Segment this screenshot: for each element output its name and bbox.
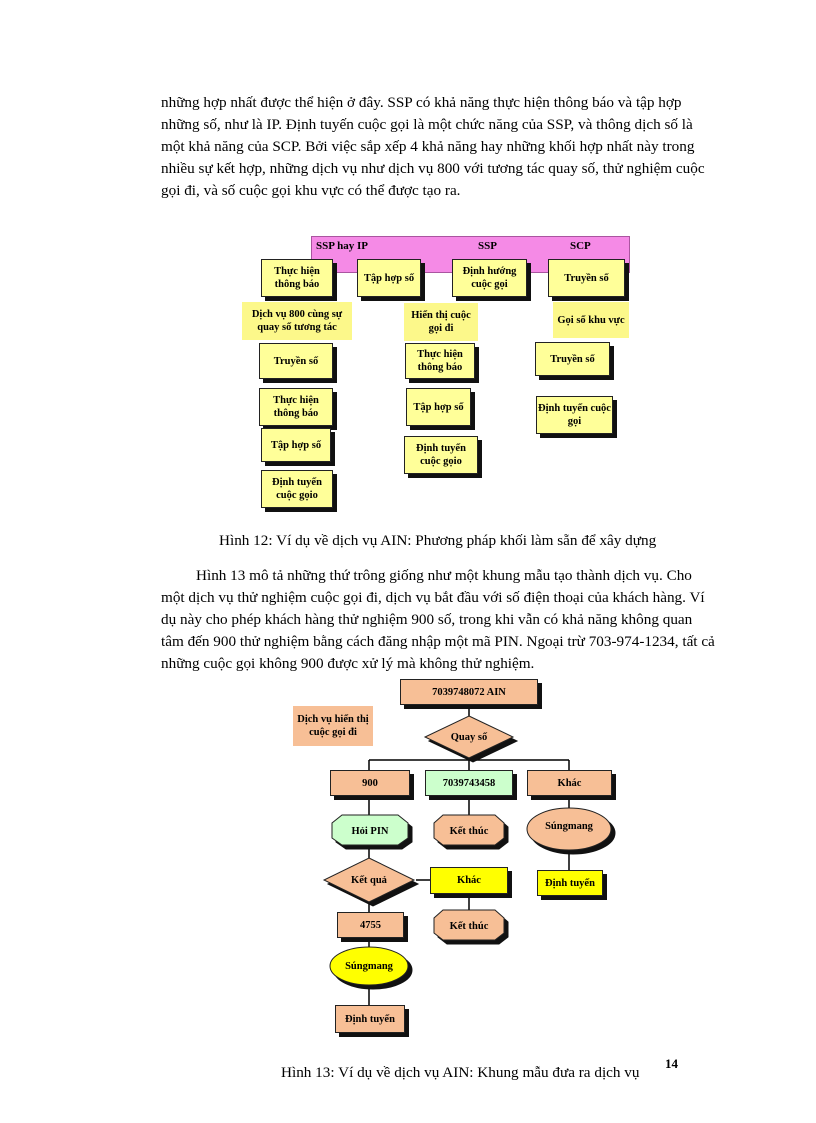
block-route-call: Định tuyến cuộc gọi: [536, 396, 613, 434]
text-line: gọi đi, và số cuộc gọi khu vực có thể đư…: [161, 182, 461, 199]
block-collect-digits: Tập hợp số: [406, 388, 471, 426]
text-line: Hình 13 mô tả những thứ trông giống như …: [196, 567, 692, 584]
block-transmit-digits: Truyền số: [535, 342, 610, 376]
service-label-box: Dịch vụ hiển thị cuộc gọi đi: [293, 706, 373, 746]
quay-so-diamond: [423, 715, 515, 759]
text-line: dụ này cho phép khách hàng thử nghiệm 90…: [161, 611, 693, 628]
paragraph-1: những hợp nhất được thể hiện ở đây. SSP …: [161, 92, 712, 202]
ket-thuc-octagon: [433, 814, 505, 846]
text-line: nhiều sự kết hợp, những dịch vụ như dịch…: [161, 160, 705, 177]
text-line: những cuộc gọi không 900 được xử lý mà k…: [161, 655, 535, 672]
block-announcement: Thực hiện thông báo: [405, 343, 475, 379]
ket-qua-diamond: [322, 857, 416, 903]
hoi-pin-octagon: [331, 814, 409, 846]
block-collect-digits: Tập hợp số: [357, 259, 421, 297]
branch-number: 7039743458: [425, 770, 513, 796]
block-announcement: Thực hiện thông báo: [259, 388, 333, 426]
end-label: Kết thúc: [449, 825, 489, 837]
ask-pin-label: Hỏi PIN: [351, 825, 389, 837]
paragraph-2: Hình 13 mô tả những thứ trông giống như …: [161, 565, 715, 675]
other-box: Khác: [430, 867, 508, 894]
page-number: 14: [665, 1056, 678, 1071]
busy-label: Súngmang: [345, 960, 393, 972]
result-label: Kết quả: [351, 874, 387, 886]
block-transmit-digits: Truyền số: [259, 343, 333, 379]
band-label-ssp-ip: SSP hay IP: [316, 240, 368, 252]
pin-box: 4755: [337, 912, 404, 938]
busy-label: Súngmang: [545, 820, 593, 832]
start-box: 7039748072 AIN: [400, 679, 538, 705]
end-label: Kết thúc: [449, 920, 489, 932]
block-announcement: Thực hiện thông báo: [261, 259, 333, 297]
text-line: những hợp nhất được thể hiện ở đây. SSP …: [161, 94, 682, 111]
route-box: Định tuyến: [335, 1005, 405, 1033]
branch-900: 900: [330, 770, 410, 796]
text-line: tâm đến 900 thử nghiệm bằng cách đăng nh…: [161, 633, 715, 650]
busy-ellipse: [329, 946, 409, 986]
text-line: một khả năng của SCP. Bởi việc sắp xếp 4…: [161, 138, 695, 155]
block-route-call: Định tuyến cuộc gọio: [404, 436, 478, 474]
ket-thuc-octagon: [433, 909, 505, 941]
figure-12-caption: Hình 12: Ví dụ về dịch vụ AIN: Phương ph…: [219, 532, 657, 549]
figure-13-caption: Hình 13: Ví dụ về dịch vụ AIN: Khung mẫu…: [281, 1064, 640, 1081]
block-route-call: Định tuyến cuộc gọio: [261, 470, 333, 508]
block-outgoing-display: Hiển thị cuộc gọi đi: [404, 303, 478, 341]
block-area-number: Gọi số khu vực: [553, 302, 629, 338]
branch-other: Khác: [527, 770, 612, 796]
text-line: những số, như là IP. Định tuyến cuộc gọi…: [161, 116, 693, 133]
block-800-service: Dịch vụ 800 cùng sự quay số tương tác: [242, 302, 352, 340]
band-label-ssp: SSP: [478, 240, 497, 252]
block-direct-call: Định hướng cuộc gọi: [452, 259, 527, 297]
block-transmit-digits: Truyền số: [548, 259, 625, 297]
block-collect-digits: Tập hợp số: [261, 428, 331, 462]
dial-label: Quay số: [450, 731, 488, 743]
route-box: Định tuyến: [537, 870, 603, 896]
band-label-scp: SCP: [570, 240, 591, 252]
busy-ellipse: [526, 807, 612, 851]
text-line: một dịch vụ thử nghiệm cuộc gọi đi, dịch…: [161, 589, 705, 606]
